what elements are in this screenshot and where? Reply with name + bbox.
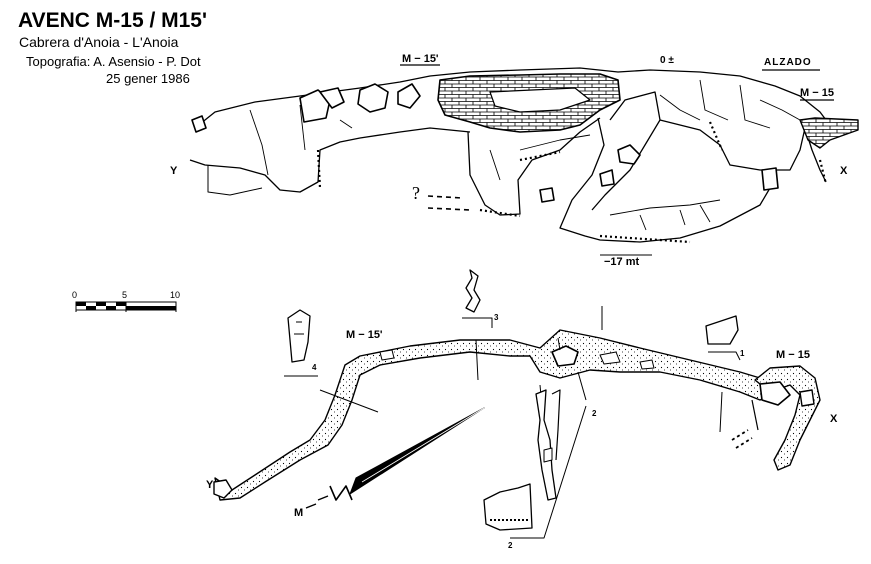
scale-tick-5: 5 — [122, 290, 128, 300]
plan-entrance-m15-label: M − 15 — [776, 349, 810, 361]
elevation-entrance-m15-label: M − 15 — [800, 87, 834, 99]
elevation-view-label: ALZADO — [764, 57, 812, 68]
plan-section-2b-label: 2 — [508, 541, 513, 550]
plan-section-4-label: 4 — [312, 363, 317, 372]
elevation-unknown-mark: ? — [412, 183, 420, 203]
elevation-end-x-label: X — [840, 165, 848, 177]
plan-section-3-label: 3 — [494, 313, 499, 322]
elevation-entrance-m15p-label: M − 15' — [402, 53, 439, 65]
plan-section-2a-label: 2 — [592, 409, 597, 418]
plan-section — [213, 269, 821, 539]
elevation-datum-label: 0 ± — [660, 55, 674, 66]
plan-end-x-label: X — [830, 413, 838, 425]
plan-section-1-label: 1 — [740, 349, 745, 358]
plan-end-y-label: Y — [206, 479, 214, 491]
scale-tick-0: 0 — [72, 290, 78, 300]
elevation-section — [189, 64, 859, 256]
plan-north-label: M — [294, 507, 304, 519]
location-text: Cabrera d'Anoia - L'Anoia — [19, 34, 179, 50]
elevation-end-y-label: Y — [170, 165, 178, 177]
plan-entrance-m15p-label: M − 15' — [346, 329, 383, 341]
survey-title: AVENC M-15 / M15' — [18, 9, 207, 32]
survey-credits: Topografia: A. Asensio - P. Dot — [26, 54, 201, 69]
survey-date: 25 gener 1986 — [106, 71, 190, 86]
elevation-depth-label: −17 mt — [604, 256, 640, 268]
scale-tick-10: 10 — [170, 290, 181, 300]
scale-bar — [75, 301, 177, 312]
